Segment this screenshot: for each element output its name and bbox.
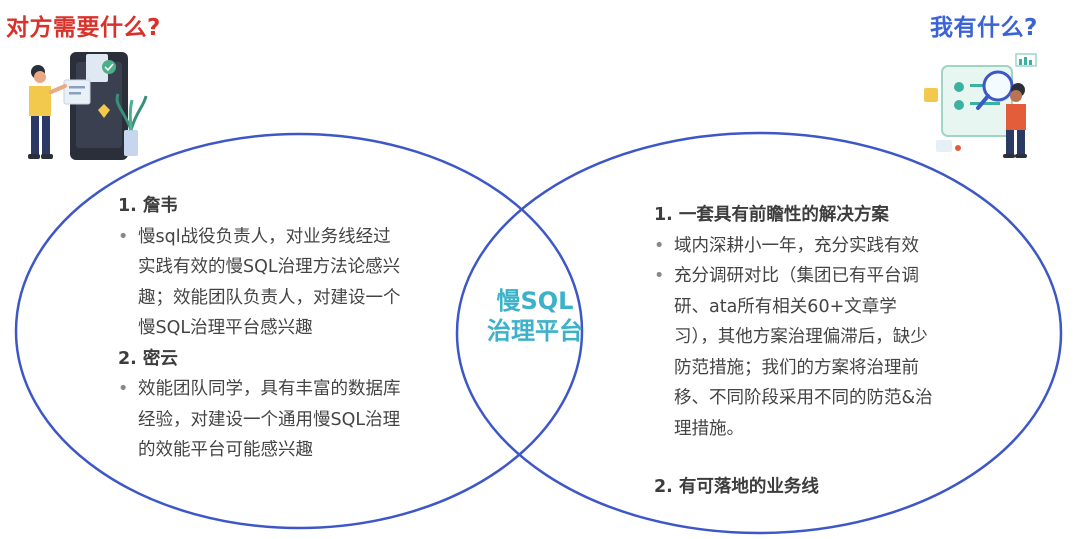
left-section-title-1: 1. 詹韦 <box>118 196 178 216</box>
right-heading: 我有什么? <box>930 15 1038 41</box>
left-bullet-2: 效能团队同学，具有丰富的数据库 经验，对建设一个通用慢SQL治理 的效能平台可能… <box>118 374 478 466</box>
left-bullet-1-line-1: 慢sql战役负责人，对业务线经过 <box>138 226 391 247</box>
person-with-phone-illustration <box>28 52 148 160</box>
right-bullet-2-line-6: 理措施。 <box>674 418 744 439</box>
left-bullet-2-line-2: 经验，对建设一个通用慢SQL治理 <box>138 409 401 430</box>
left-bullet-2-line-3: 的效能平台可能感兴趣 <box>138 440 313 460</box>
center-label-line-1: 慢SQL <box>496 287 574 315</box>
left-section-title-2: 2. 密云 <box>118 348 178 369</box>
right-section-title-2: 2. 有可落地的业务线 <box>654 477 819 497</box>
right-section-title-1: 1. 一套具有前瞻性的解决方案 <box>654 205 889 225</box>
center-label-line-2: 治理平台 <box>487 317 583 345</box>
right-bullet-2-line-5: 移、不同阶段采用不同的防范&治 <box>674 388 933 408</box>
right-bullet-2: 充分调研对比（集团已有平台调 研、ata所有相关60+文章学 习），其他方案治理… <box>654 261 999 444</box>
left-circle <box>14 132 584 530</box>
center-label: 慢SQL 治理平台 <box>480 286 590 346</box>
right-panel-spacer <box>654 444 999 472</box>
right-bullet-1: 域内深耕小一年，充分实践有效 <box>654 231 999 262</box>
right-bullet-2-line-2: 研、ata所有相关60+文章学 <box>674 296 897 317</box>
right-bullet-2-line-4: 防范措施；我们的方案将治理前 <box>674 357 919 378</box>
left-bullet-2-line-1: 效能团队同学，具有丰富的数据库 <box>138 379 401 399</box>
right-bullet-2-line-1: 充分调研对比（集团已有平台调 <box>674 266 919 286</box>
right-bullet-1-line-1: 域内深耕小一年，充分实践有效 <box>674 235 919 256</box>
right-panel: 1. 一套具有前瞻性的解决方案 域内深耕小一年，充分实践有效 充分调研对比（集团… <box>654 200 999 503</box>
left-bullet-1: 慢sql战役负责人，对业务线经过 实践有效的慢SQL治理方法论感兴 趣；效能团队… <box>118 222 478 344</box>
left-bullet-1-line-2: 实践有效的慢SQL治理方法论感兴 <box>138 257 401 277</box>
right-bullet-2-line-3: 习），其他方案治理偏滞后，缺少 <box>674 327 928 347</box>
left-heading: 对方需要什么? <box>6 15 161 41</box>
left-bullet-1-line-3: 趣；效能团队负责人，对建设一个 <box>138 287 401 308</box>
person-with-magnifier-illustration <box>924 53 1037 158</box>
left-bullet-1-line-4: 慢SQL治理平台感兴趣 <box>138 318 313 338</box>
left-panel: 1. 詹韦 慢sql战役负责人，对业务线经过 实践有效的慢SQL治理方法论感兴 … <box>118 191 478 466</box>
